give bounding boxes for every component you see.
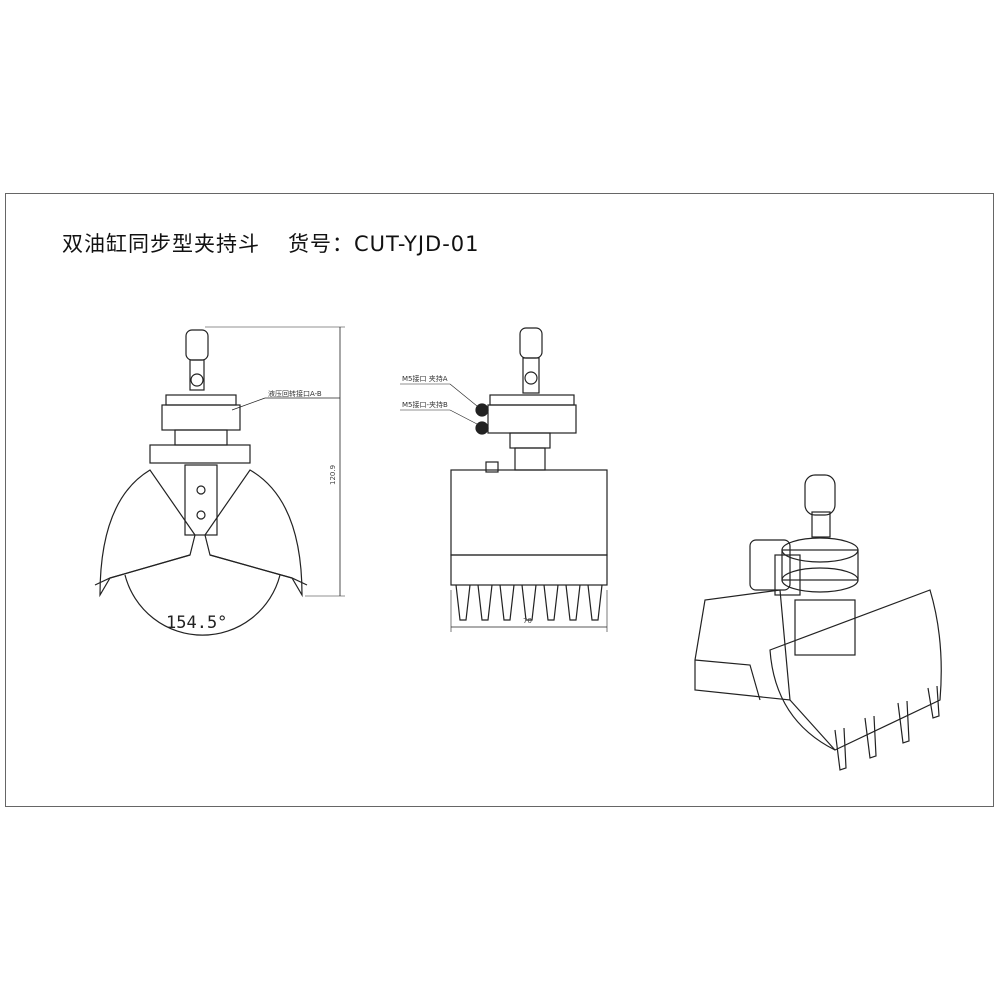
- width-dimension: 70: [523, 617, 532, 625]
- opening-angle: 154.5°: [166, 613, 227, 633]
- front-callout: 液压回转接口A-B: [268, 389, 322, 398]
- callout-a: M5接口 夹持A: [402, 374, 448, 383]
- callout-b: M5接口-夹持B: [402, 400, 448, 409]
- height-dimension: 120.9: [329, 465, 337, 485]
- side-view: M5接口 夹持A M5接口-夹持B 70: [400, 327, 608, 632]
- product-code: 货号：CUT-YJD-01: [288, 232, 480, 256]
- isometric-view: [694, 474, 942, 771]
- iso-teeth: [834, 685, 940, 771]
- bucket-teeth: [455, 584, 603, 621]
- front-view: 液压回转接口A-B 120.9 154.5°: [94, 326, 345, 636]
- drawing-frame: [5, 193, 994, 807]
- product-name: 双油缸同步型夹持斗: [62, 232, 260, 256]
- drawing-title: 双油缸同步型夹持斗 货号：CUT-YJD-01: [62, 228, 480, 258]
